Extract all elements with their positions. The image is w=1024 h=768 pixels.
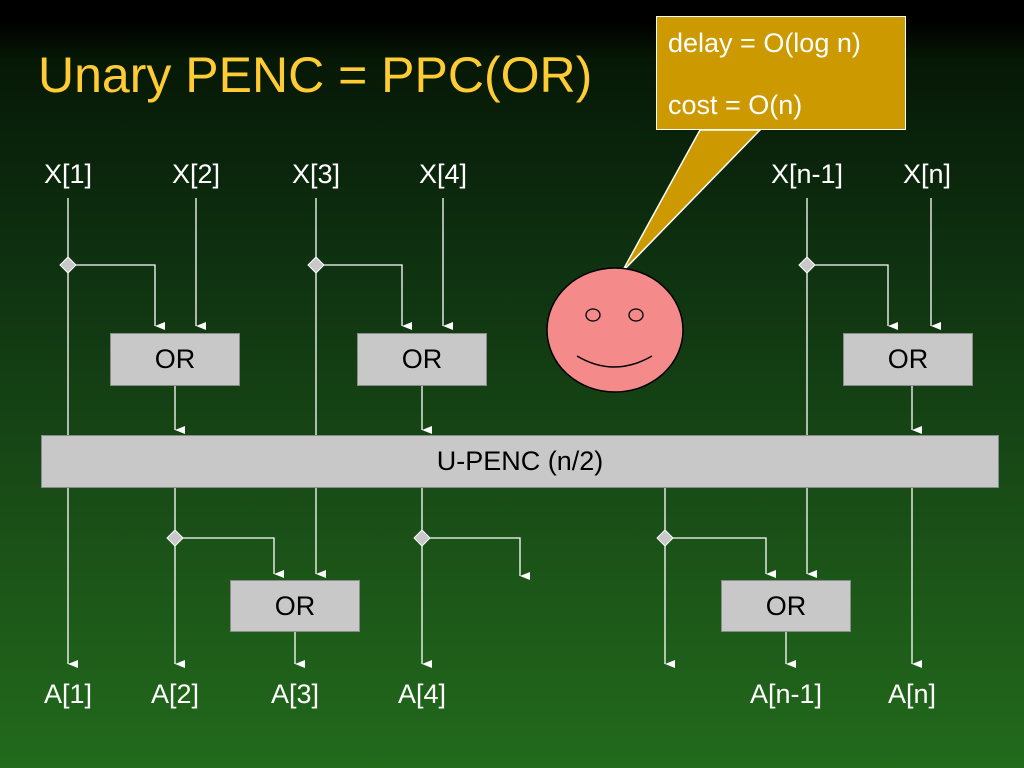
junction-diamond [307, 256, 325, 274]
input-label-x1: X[1] [43, 159, 93, 189]
junction-diamond [413, 529, 431, 547]
output-label-a2: A[2] [150, 679, 200, 709]
output-label-a3: A[3] [270, 679, 320, 709]
input-label-x4: X[4] [418, 159, 468, 189]
or-gate: OR [110, 333, 240, 386]
output-label-a4: A[4] [397, 679, 447, 709]
callout-tail [621, 129, 762, 273]
wire-a2-or-a3 [175, 537, 284, 578]
input-label-xn: X[n] [902, 159, 952, 189]
junction-diamond [656, 529, 674, 547]
slide-title: Unary PENC = PPC(OR) [38, 47, 593, 103]
wire-xn1-or3 [807, 264, 898, 330]
input-label-x3: X[3] [291, 159, 341, 189]
output-label-an: A[n] [887, 679, 937, 709]
junction-diamond [166, 529, 184, 547]
or-gate: OR [357, 333, 487, 386]
wire-x1-or1 [68, 264, 165, 330]
wire-a4-branch [422, 537, 530, 580]
callout-cost: cost = O(n) [668, 90, 803, 120]
junction-diamond [798, 256, 816, 274]
output-label-a1: A[1] [43, 679, 93, 709]
wire-an2-or [665, 537, 776, 578]
or-gate: OR [721, 580, 851, 632]
junction-diamond [59, 256, 77, 274]
callout-delay: delay = O(log n) [668, 28, 861, 58]
upenc-block: U-PENC (n/2) [41, 435, 999, 488]
input-label-xn-1: X[n-1] [770, 159, 844, 189]
output-label-an-1: A[n-1] [749, 679, 823, 709]
or-gate: OR [843, 333, 973, 386]
callout-box [656, 16, 906, 130]
wire-x3-or2 [316, 264, 412, 330]
or-gate: OR [230, 580, 360, 632]
input-label-x2: X[2] [171, 159, 221, 189]
